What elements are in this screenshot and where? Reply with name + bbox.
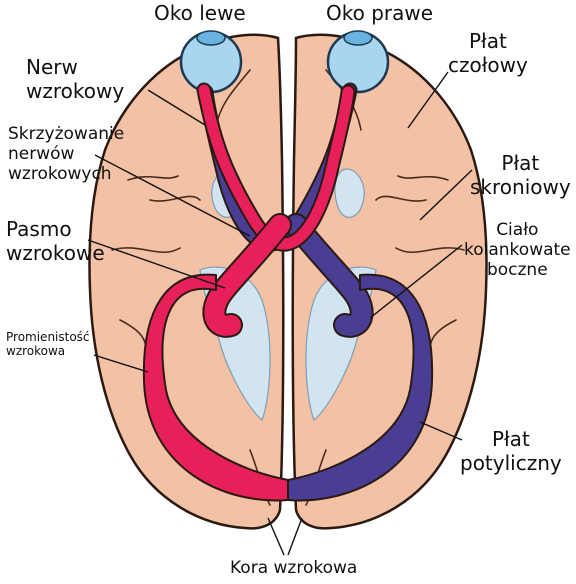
label-lateral-geniculate-body: Ciało kolankowate boczne [464, 220, 571, 281]
label-visual-cortex: Kora wzrokowa [230, 558, 358, 578]
label-optic-radiation: Promienistość wzrokowa [6, 330, 90, 359]
left-eye [179, 30, 243, 94]
leader-lines [87, 71, 473, 556]
label-right-eye: Oko prawe [326, 1, 434, 25]
label-left-eye: Oko lewe [154, 1, 246, 25]
label-occipital-lobe: Płat potyliczny [460, 427, 562, 475]
label-optic-nerve: Nerw wzrokowy [26, 55, 125, 103]
label-optic-chiasm: Skrzyżowanie nerwów wzrokowych [8, 124, 125, 185]
label-frontal-lobe: Płat czołowy [448, 29, 528, 77]
right-eye [326, 30, 390, 94]
label-optic-tract: Pasmo wzrokowe [6, 217, 105, 265]
label-temporal-lobe: Płat skroniowy [470, 151, 571, 199]
left-visual-pathway [142, 82, 356, 502]
